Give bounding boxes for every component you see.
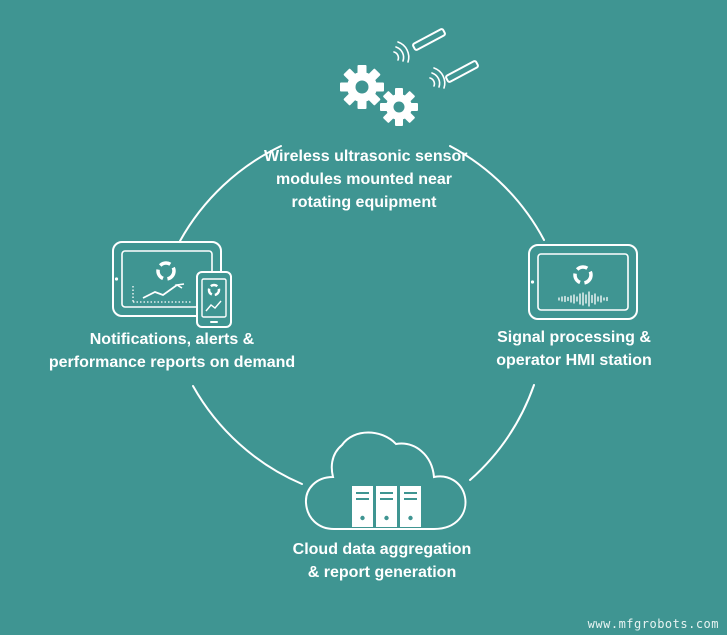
signal-processing-label: Signal processing & operator HMI station [490, 326, 658, 372]
label-line: Wireless ultrasonic sensor [264, 148, 468, 165]
cloud-server-icon [304, 431, 467, 530]
devices-reports-icon [112, 241, 232, 328]
arc-top-left [179, 145, 282, 242]
arc-bottom-right [469, 384, 535, 481]
label-line: & report generation [307, 564, 457, 581]
label-line: modules mounted near [275, 171, 453, 188]
label-line: rotating equipment [291, 194, 437, 211]
notifications-label: Notifications, alerts & performance repo… [32, 328, 312, 374]
label-line: performance reports on demand [48, 354, 296, 371]
label-line: Signal processing & [497, 329, 651, 346]
label-line: Notifications, alerts & [89, 331, 255, 348]
gears-with-wireless-sensors-icon [340, 28, 479, 126]
watermark-text: www.mfgrobots.com [587, 617, 719, 631]
hmi-tablet-icon [528, 244, 638, 320]
arc-top-right [449, 145, 545, 241]
label-line: operator HMI station [496, 352, 652, 369]
arc-bottom-left [192, 385, 303, 485]
cloud-aggregation-label: Cloud data aggregation & report generati… [270, 538, 494, 584]
sensor-modules-label: Wireless ultrasonic sensor modules mount… [264, 145, 468, 214]
label-line: Cloud data aggregation [292, 541, 472, 558]
